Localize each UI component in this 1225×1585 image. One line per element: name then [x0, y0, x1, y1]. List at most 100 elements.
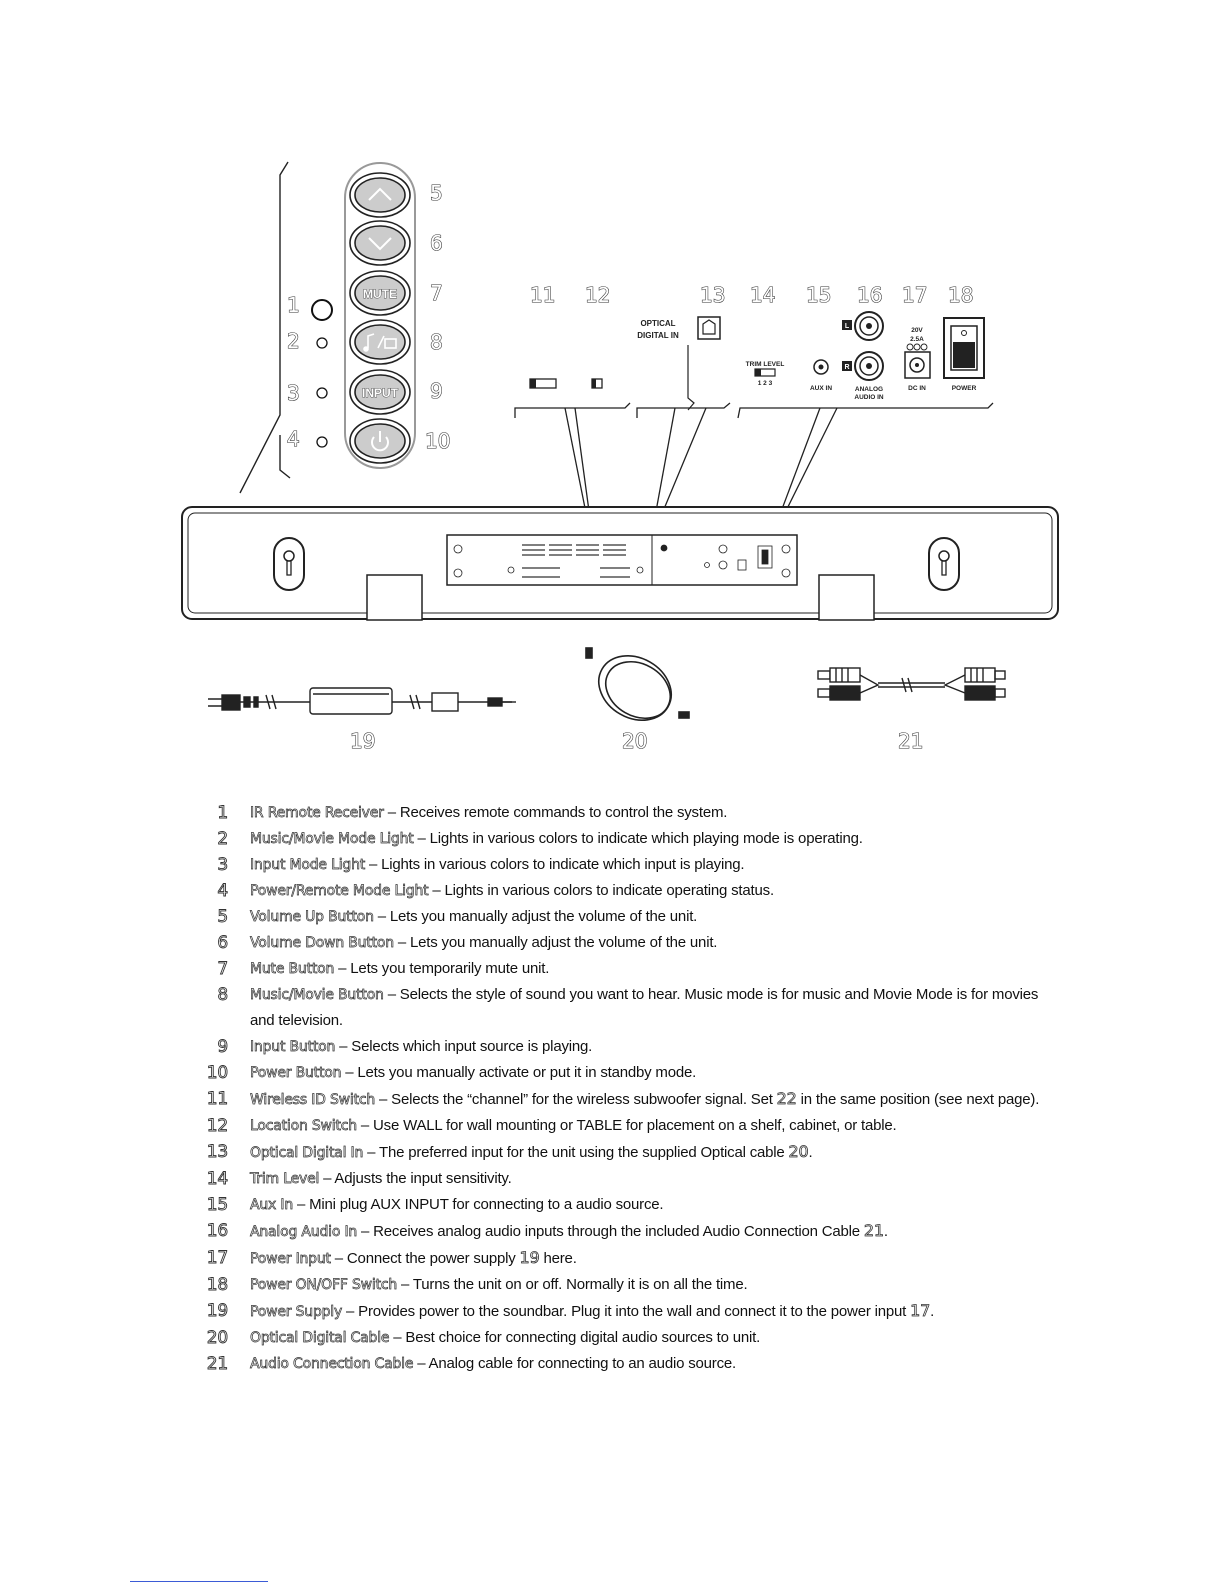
callout-16: 16 — [857, 283, 882, 307]
legend-number: 3 — [217, 855, 229, 876]
power-light — [316, 436, 328, 448]
legend-description: Power Button – Lets you manually activat… — [250, 1060, 1050, 1086]
legend-item: 4 Power/Remote Mode Light – Lights in var… — [195, 878, 1055, 904]
dc-rating-1: 20V — [911, 327, 923, 334]
legend-description: Volume Up Button – Lets you manually adj… — [250, 904, 1050, 930]
dc-rating-2: 2.5A — [910, 336, 924, 343]
aux-in-label: AUX IN — [810, 385, 832, 392]
legend-reference: 17 — [910, 1301, 931, 1321]
legend-number: 15 — [206, 1195, 228, 1216]
callout-14: 14 — [750, 283, 775, 307]
legend-number: 7 — [217, 959, 229, 980]
button-column — [349, 172, 411, 464]
legend-text-continued: in the same position (see next page). — [796, 1091, 1040, 1108]
legend-text: – Use WALL for wall mounting or TABLE fo… — [356, 1117, 897, 1134]
legend-text: – Lights in various colors to indicate w… — [413, 830, 863, 847]
legend-text: – Adjusts the input sensitivity. — [319, 1170, 512, 1187]
input-light — [316, 387, 328, 399]
power-supply-19 — [208, 687, 516, 715]
optical-label-1: OPTICAL — [640, 319, 675, 328]
legend-number: 20 — [206, 1328, 228, 1349]
legend-term: Input Button — [250, 1039, 336, 1056]
legend-term: Wireless ID Switch — [250, 1092, 376, 1109]
callout-5: 5 — [430, 181, 443, 205]
legend-term: Power Supply — [250, 1304, 343, 1321]
legend-text-continued: here. — [539, 1250, 577, 1267]
legend-term: Input Mode Light — [250, 857, 366, 874]
input-button-label: INPUT — [362, 386, 399, 400]
callout-12: 12 — [585, 283, 610, 307]
legend-item: 11 Wireless ID Switch – Selects the “chan… — [195, 1086, 1055, 1113]
legend-text: – Selects the “channel” for the wireless… — [375, 1091, 777, 1108]
legend-description: Trim Level – Adjusts the input sensitivi… — [250, 1166, 1050, 1192]
callout-10: 10 — [425, 429, 450, 453]
mute-button-label: MUTE — [363, 287, 397, 301]
legend-number: 9 — [217, 1037, 229, 1058]
legend-item: 6 Volume Down Button – Lets you manually … — [195, 930, 1055, 956]
legend-text: – Lets you manually adjust the volume of… — [373, 908, 698, 925]
callout-3: 3 — [287, 381, 300, 405]
legend-term: Audio Connection Cable — [250, 1356, 414, 1373]
analog-label-1: ANALOG — [855, 386, 883, 393]
legend-text: – Lights in various colors to indicate w… — [365, 856, 745, 873]
legend-term: Mute Button — [250, 961, 335, 978]
legend-text: – Best choice for connecting digital aud… — [389, 1329, 761, 1346]
legend-term: Volume Down Button — [250, 935, 395, 952]
callout-19: 19 — [350, 729, 375, 753]
foot-right — [818, 574, 875, 621]
mode-light — [316, 337, 328, 349]
legend-text-continued: . — [808, 1144, 813, 1161]
dc-in-port — [904, 351, 931, 379]
callout-2: 2 — [287, 329, 300, 353]
legend-text: – Lets you manually activate or put it i… — [341, 1064, 697, 1081]
legend-reference: 21 — [863, 1221, 885, 1241]
legend-description: Input Button – Selects which input sourc… — [250, 1034, 1050, 1060]
legend-term: Volume Up Button — [250, 909, 375, 926]
legend-description: Volume Down Button – Lets you manually a… — [250, 930, 1050, 956]
legend-term: Optical Digital Cable — [250, 1330, 390, 1347]
legend-number: 4 — [217, 881, 229, 902]
callout-18: 18 — [948, 283, 973, 307]
legend-text: – Mini plug AUX INPUT for connecting to … — [293, 1196, 664, 1213]
legend-description: Power/Remote Mode Light – Lights in vari… — [250, 878, 1050, 904]
legend-description: Audio Connection Cable – Analog cable fo… — [250, 1351, 1050, 1377]
dc-in-label: DC IN — [908, 385, 926, 392]
trim-level-positions: 1 2 3 — [758, 380, 773, 387]
soundbar-body — [181, 506, 1059, 621]
optical-cable-20 — [585, 647, 690, 721]
legend-number: 17 — [206, 1248, 228, 1269]
legend-number: 5 — [217, 907, 229, 928]
legend-item: 12 Location Switch – Use WALL for wall mo… — [195, 1113, 1055, 1139]
callout-21: 21 — [898, 729, 923, 753]
legend-reference: 19 — [519, 1248, 540, 1268]
legend-term: Power Input — [250, 1251, 332, 1268]
callout-9: 9 — [430, 379, 443, 403]
legend-term: Trim Level — [250, 1171, 320, 1188]
legend-number: 6 — [217, 933, 229, 954]
legend-term: Power Button — [250, 1065, 342, 1082]
legend-reference: 20 — [788, 1142, 809, 1162]
polarity-icon — [906, 343, 928, 351]
legend-description: Input Mode Light – Lights in various col… — [250, 852, 1050, 878]
optical-label-2: DIGITAL IN — [637, 331, 679, 340]
legend-description: Location Switch – Use WALL for wall moun… — [250, 1113, 1050, 1139]
callout-8: 8 — [430, 330, 443, 354]
analog-label-2: AUDIO IN — [854, 394, 884, 401]
legend-number: 11 — [206, 1089, 228, 1110]
legend-number: 12 — [206, 1116, 228, 1137]
footer-link-underline — [130, 1581, 268, 1582]
legend-text: – Selects the style of sound you want to… — [250, 986, 1039, 1029]
legend-term: IR Remote Receiver — [250, 805, 385, 822]
legend-number: 14 — [206, 1169, 228, 1190]
legend-text-continued: . — [930, 1303, 935, 1320]
keyhole-left — [273, 537, 305, 591]
callout-4: 4 — [287, 427, 300, 451]
legend-number: 18 — [206, 1275, 228, 1296]
